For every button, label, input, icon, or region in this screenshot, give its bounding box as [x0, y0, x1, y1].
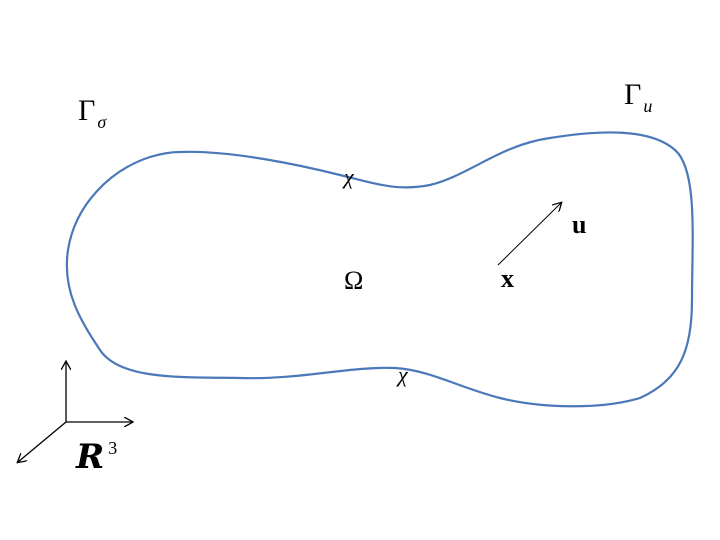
gamma-symbol: Γ: [624, 78, 642, 111]
axis-y-arrow: [18, 421, 67, 462]
sigma-subscript: σ: [97, 112, 107, 132]
domain-boundary: [65, 131, 694, 408]
chi-bottom-label: χ: [398, 362, 408, 387]
gamma-symbol: Γ: [78, 94, 96, 127]
u-subscript: u: [643, 96, 653, 116]
displacement-arrow: [497, 203, 561, 266]
r-symbol: R: [76, 437, 105, 477]
displacement-u-label: u: [572, 210, 587, 239]
chi-top-label: χ: [344, 164, 354, 189]
cube-superscript: 3: [108, 438, 118, 458]
point-x-label: x: [501, 264, 514, 293]
omega-label: Ω: [344, 266, 364, 295]
